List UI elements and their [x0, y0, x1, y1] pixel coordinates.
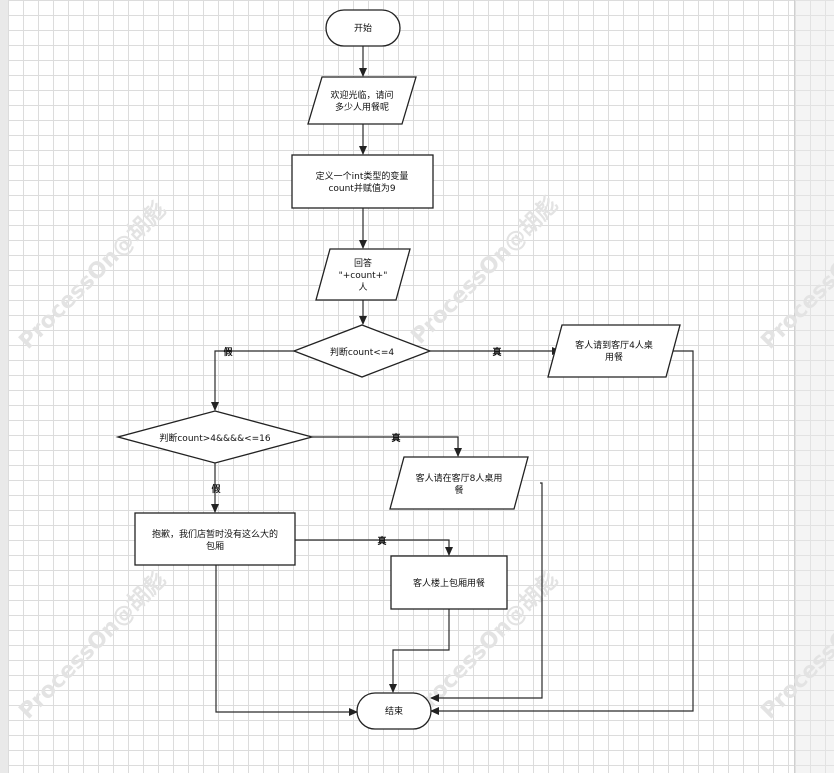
decision2-label: 判断count>4&&&&<=16	[159, 432, 271, 444]
canvas-margin	[794, 0, 834, 773]
edge-label-d2-false: 假	[211, 483, 221, 495]
welcome-label-line2: 多少人用餐呢	[335, 101, 389, 113]
edge-label-d1-true: 真	[492, 346, 501, 358]
edge-label-sorry-true: 真	[377, 535, 386, 547]
edge-decision2-true	[312, 436, 462, 457]
answer-label-line3: 人	[358, 282, 367, 293]
sorry-process-node[interactable]: 抱歉，我们店暂时没有这么大的 包厢	[134, 512, 296, 566]
edge-label-d2-true: 真	[391, 432, 400, 444]
start-label: 开始	[354, 22, 372, 34]
edge-labels: 真 假 真 假 真	[211, 346, 501, 547]
hall8-label-line2: 餐	[454, 484, 463, 496]
decision1-label: 判断count<=4	[330, 346, 394, 358]
decision1-node[interactable]: 判断count<=4	[292, 324, 432, 378]
answer-label-line2: "+count+"	[339, 271, 388, 281]
welcome-label-line1: 欢迎光临，请问	[330, 89, 393, 101]
edge-decision1-false	[211, 350, 295, 411]
diagram-canvas	[8, 0, 794, 773]
upstairs-process-node[interactable]: 客人楼上包厢用餐	[390, 555, 508, 610]
hall4-label-line1: 客人请到客厅4人桌	[575, 339, 653, 351]
edge-sorry-upstairs	[295, 539, 453, 556]
edges	[211, 46, 694, 716]
watermark-text: ProcessOn@胡彪	[15, 198, 172, 355]
hall4-label-line2: 用餐	[605, 351, 623, 363]
hall8-io-node[interactable]: 客人请在客厅8人桌用 餐	[389, 456, 529, 510]
watermark-text: ProcessOn@胡彪	[15, 568, 172, 725]
sorry-label-line1: 抱歉，我们店暂时没有这么大的	[152, 528, 278, 540]
define-label-line1: 定义一个int类型的变量	[316, 170, 409, 182]
decision2-node[interactable]: 判断count>4&&&&<=16	[115, 410, 315, 464]
edge-upstairs-end	[389, 609, 450, 693]
edge-hall8-end	[430, 482, 543, 702]
hall8-label-line1: 客人请在客厅8人桌用	[416, 472, 503, 484]
hall4-io-node[interactable]: 客人请到客厅4人桌 用餐	[547, 324, 681, 378]
watermark-text: ProcessOn@胡彪	[757, 198, 834, 355]
edge-hall4-end	[430, 350, 694, 715]
define-label-line2: count并赋值为9	[328, 182, 395, 194]
answer-io-node[interactable]: 回答 "+count+" 人	[315, 248, 411, 301]
sorry-label-line2: 包厢	[206, 540, 224, 552]
end-label: 结束	[385, 705, 403, 717]
welcome-io-node[interactable]: 欢迎光临，请问 多少人用餐呢	[307, 76, 417, 125]
define-process-node[interactable]: 定义一个int类型的变量 count并赋值为9	[291, 154, 434, 209]
upstairs-label: 客人楼上包厢用餐	[413, 577, 485, 589]
edge-sorry-end	[215, 565, 358, 716]
start-node[interactable]: 开始	[325, 9, 401, 47]
watermark-text: ProcessOn@胡彪	[757, 568, 834, 725]
answer-label-line1: 回答	[354, 257, 372, 269]
end-node[interactable]: 结束	[356, 692, 432, 730]
edge-label-d1-false: 假	[223, 346, 233, 358]
watermark-text: ProcessOn@胡彪	[407, 193, 564, 350]
